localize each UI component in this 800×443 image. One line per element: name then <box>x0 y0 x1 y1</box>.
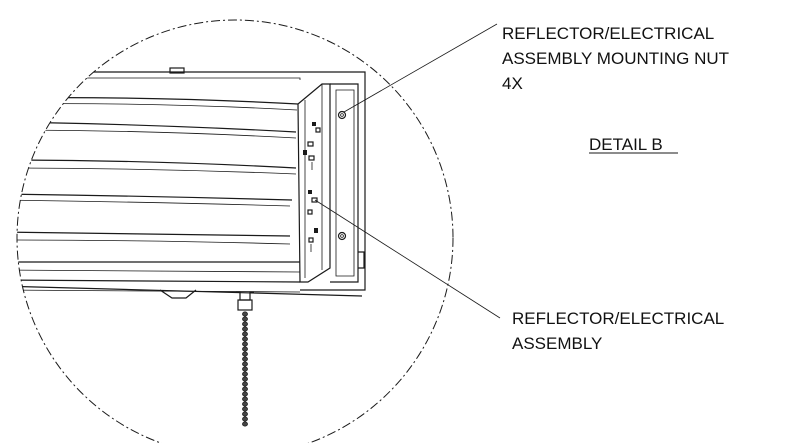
chain-bead <box>242 361 248 367</box>
chain-bead <box>242 416 248 422</box>
chain-bead <box>242 406 248 412</box>
mounting-nut-callout-line2: ASSEMBLY MOUNTING NUT <box>502 49 729 68</box>
assembly-callout-line2: ASSEMBLY <box>512 334 602 353</box>
chain-bead <box>242 371 248 377</box>
chain-bead <box>242 356 248 362</box>
assembly-callout-line1: REFLECTOR/ELECTRICAL <box>512 309 724 328</box>
chain-bead <box>242 391 248 397</box>
chain-bead <box>242 326 248 332</box>
terminal-details <box>303 122 321 252</box>
chain-bead <box>242 351 248 357</box>
chain-bead <box>242 411 248 417</box>
chain-bead <box>242 381 248 387</box>
chain-bead <box>242 336 248 342</box>
chain-bead <box>242 421 248 427</box>
pull-chain <box>242 311 248 427</box>
detail-boundary-circle <box>16 19 454 443</box>
chain-bead <box>242 331 248 337</box>
mounting-nut-leader-line <box>343 23 498 113</box>
chain-bead <box>242 311 248 317</box>
chain-bead <box>242 401 248 407</box>
heater-assembly <box>17 67 366 311</box>
chain-bead <box>242 341 248 347</box>
chain-bead <box>242 376 248 382</box>
detail-title: DETAIL B <box>589 135 663 154</box>
mounting-nut-callout-line1: REFLECTOR/ELECTRICAL <box>502 24 714 43</box>
assembly-leader-line <box>314 199 501 319</box>
chain-bead <box>242 396 248 402</box>
chain-bead <box>242 316 248 322</box>
mounting-nut-callout-line3: 4X <box>502 74 523 93</box>
chain-bead <box>242 386 248 392</box>
chain-bead <box>242 366 248 372</box>
chain-bead <box>242 346 248 352</box>
chain-bead <box>242 321 248 327</box>
